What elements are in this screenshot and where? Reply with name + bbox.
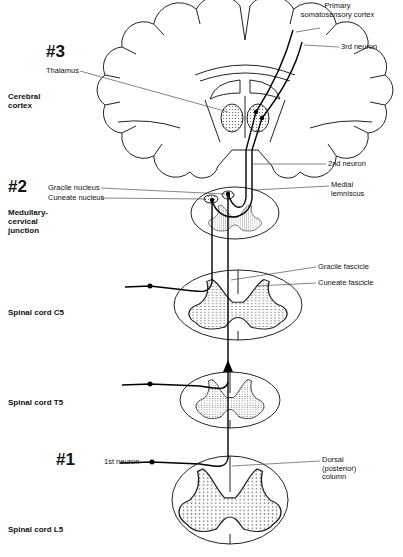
structure-label: Gracile nucleus <box>48 184 100 193</box>
cell-body <box>150 460 155 465</box>
third-neuron <box>262 42 302 118</box>
structure-label: Medial lemniscus <box>331 181 376 198</box>
sulcus-lines <box>105 9 385 156</box>
leader-line <box>256 283 316 286</box>
median-septum <box>238 270 239 340</box>
structure-label: Thalamus <box>46 67 79 76</box>
structure-label: Cuneate fascicle <box>318 279 373 288</box>
neuron-label: 2nd neuron <box>328 160 366 169</box>
cell-body <box>148 284 153 289</box>
leader-line <box>101 188 225 194</box>
structure-label: Primary somatosensory cortex <box>300 2 375 19</box>
neuron-label: 3rd neuron <box>341 43 377 52</box>
neuron-fibers <box>120 30 302 466</box>
leader-line <box>296 28 320 32</box>
cell-body <box>210 198 214 202</box>
thalamus-shape <box>221 104 243 132</box>
leader-line <box>304 45 339 47</box>
level-label: Medullary-cervical junction <box>8 208 60 236</box>
brain-outline <box>97 0 393 178</box>
medulla-outline <box>191 187 279 239</box>
cell-body <box>148 382 153 387</box>
median-septum <box>230 372 231 428</box>
level-label: Cerebral cortex <box>8 92 53 110</box>
arrow-head <box>223 360 233 372</box>
leader-lines <box>80 28 339 466</box>
first-neuron <box>122 382 228 389</box>
structure-label: Gracile fascicle <box>318 263 369 272</box>
leader-line <box>232 461 320 466</box>
first-neuron <box>125 200 212 292</box>
cell-body <box>226 192 230 196</box>
level-label: Spinal cord T5 <box>8 398 63 407</box>
cord-outline <box>180 372 280 428</box>
callout-number: #2 <box>8 177 27 197</box>
cell-bodies <box>148 110 265 465</box>
spinal-cord-c5 <box>174 270 302 340</box>
cuneate-nucleus-shape <box>204 195 218 203</box>
leader-line <box>254 186 329 190</box>
leader-line <box>231 267 316 280</box>
spinal-cord-l5 <box>172 456 288 544</box>
level-label: Spinal cord L5 <box>8 525 63 534</box>
second-neuron <box>212 118 262 217</box>
level-label: Spinal cord C5 <box>8 308 64 317</box>
neuron-label: 1st neuron <box>104 458 139 467</box>
medulla-section <box>191 187 279 239</box>
callout-number: #1 <box>56 450 75 470</box>
internal-capsule <box>205 100 285 142</box>
brain-section <box>97 0 393 178</box>
cord-outline <box>174 270 302 340</box>
leader-line <box>80 71 228 112</box>
leader-line <box>253 164 326 165</box>
median-septum <box>230 456 231 544</box>
leader-line <box>101 198 206 199</box>
structure-label: Dorsal (posterior) column <box>322 456 367 482</box>
cord-outline <box>172 456 288 544</box>
structure-label: Cuneate nucleus <box>48 194 104 203</box>
cell-body <box>260 116 264 120</box>
spinal-cord-t5 <box>180 372 280 428</box>
callout-number: #3 <box>46 42 65 62</box>
third-ventricle <box>245 96 246 138</box>
first-neuron <box>120 194 228 466</box>
cell-body <box>254 110 258 114</box>
